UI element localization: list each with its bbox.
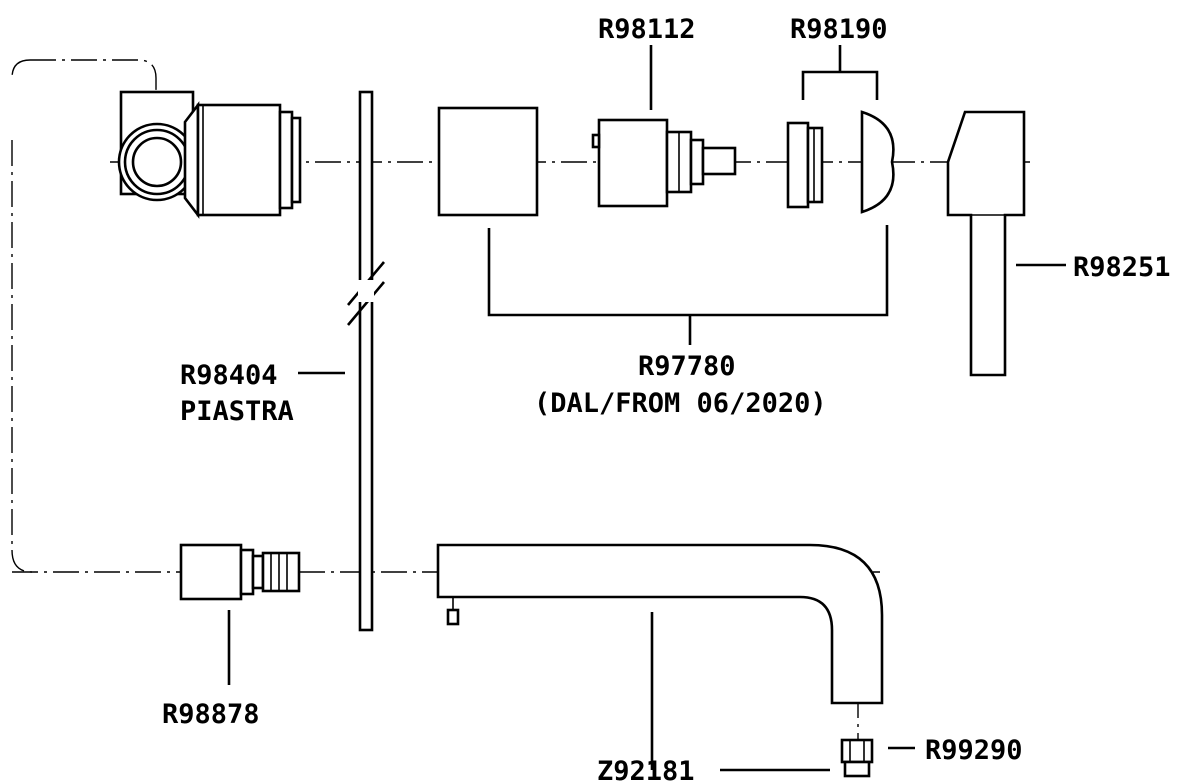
spout <box>436 543 884 778</box>
ring-and-cap <box>786 110 895 214</box>
label-r97780: R97780 <box>638 351 736 382</box>
wall-plate-piastra <box>347 90 385 632</box>
leader-lines <box>227 45 1066 772</box>
cartridge <box>591 118 737 208</box>
label-r98190: R98190 <box>790 14 888 45</box>
label-r98251: R98251 <box>1073 252 1171 283</box>
label-r98112: R98112 <box>598 14 696 45</box>
label-r98878: R98878 <box>162 699 260 730</box>
label-r97780-note: (DAL/FROM 06/2020) <box>534 388 827 419</box>
label-piastra: PIASTRA <box>180 396 294 427</box>
label-r98404: R98404 <box>180 360 278 391</box>
connector <box>179 543 301 601</box>
label-r99290: R99290 <box>925 735 1023 766</box>
handle-lever <box>946 110 1026 377</box>
label-z92181: Z92181 <box>597 756 695 783</box>
cover-square <box>437 106 539 217</box>
valve-body <box>117 90 302 219</box>
